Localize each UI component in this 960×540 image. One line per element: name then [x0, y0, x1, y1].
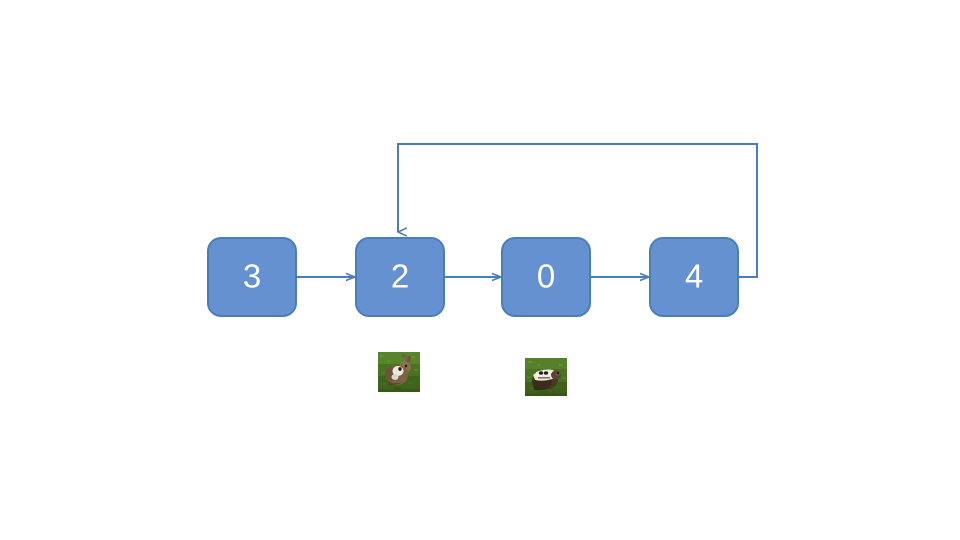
node-0-label: 0 — [537, 258, 555, 295]
node-layer: 3 2 0 4 — [207, 237, 739, 317]
rabbit-on-grass-image — [378, 352, 420, 392]
node-2[interactable]: 2 — [355, 237, 445, 317]
node-3-label: 3 — [243, 258, 261, 295]
node-0[interactable]: 0 — [501, 237, 591, 317]
node-4-label: 4 — [685, 258, 703, 295]
node-4[interactable]: 4 — [649, 237, 739, 317]
node-4-shape[interactable] — [649, 237, 739, 317]
animal-on-grass-thumbnail — [525, 358, 567, 396]
animal-on-grass-image — [525, 358, 567, 396]
node-2-shape[interactable] — [355, 237, 445, 317]
node-0-shape[interactable] — [501, 237, 591, 317]
rabbit-on-grass-thumbnail — [378, 352, 420, 392]
node-3-shape[interactable] — [207, 237, 297, 317]
node-3[interactable]: 3 — [207, 237, 297, 317]
connector-layer — [296, 143, 758, 278]
edge-feedback-4-to-2 — [397, 143, 758, 278]
node-2-label: 2 — [391, 258, 409, 295]
